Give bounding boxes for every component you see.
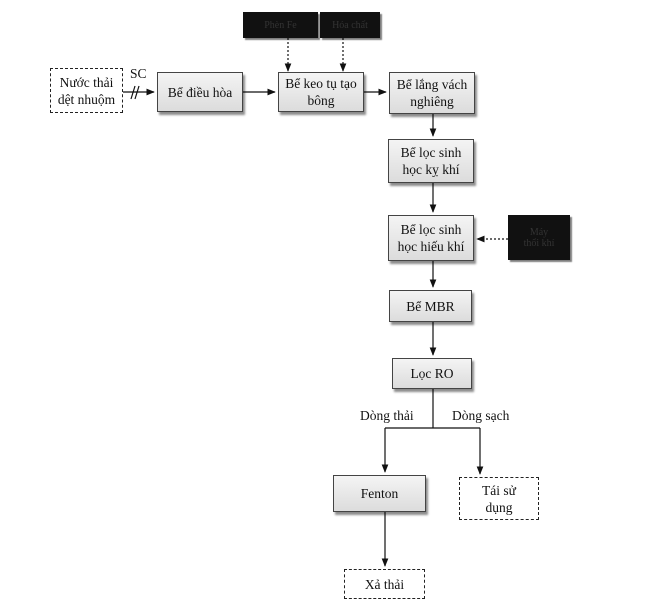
chem-box-1: Phèn Fe (243, 12, 318, 38)
node-discharge: Xả thải (344, 569, 425, 599)
sc-break-mark-2 (134, 85, 140, 100)
clean-stream-label: Dòng sạch (452, 408, 510, 423)
chem-box-2: Hóa chất (320, 12, 380, 38)
node-mbr: Bể MBR (389, 290, 472, 322)
reject-stream-label: Dòng thải (360, 408, 414, 423)
node-equalization: Bể điều hòa (157, 72, 243, 112)
node-ro: Lọc RO (392, 358, 472, 389)
air-blower-box: Máy thổi khí (508, 215, 570, 260)
node-aerobic: Bể lọc sinh học hiếu khí (388, 215, 474, 261)
node-fenton: Fenton (333, 475, 426, 512)
node-coagulation: Bể keo tụ tạo bông (278, 72, 364, 112)
node-input: Nước thải dệt nhuộm (50, 68, 123, 113)
node-reuse: Tái sử dụng (459, 477, 539, 520)
sc-break-mark-1 (130, 85, 136, 100)
node-settling: Bể lắng vách nghiêng (389, 72, 475, 114)
sc-label: SC (130, 66, 147, 81)
node-anaerobic: Bể lọc sinh học kỵ khí (388, 139, 474, 183)
